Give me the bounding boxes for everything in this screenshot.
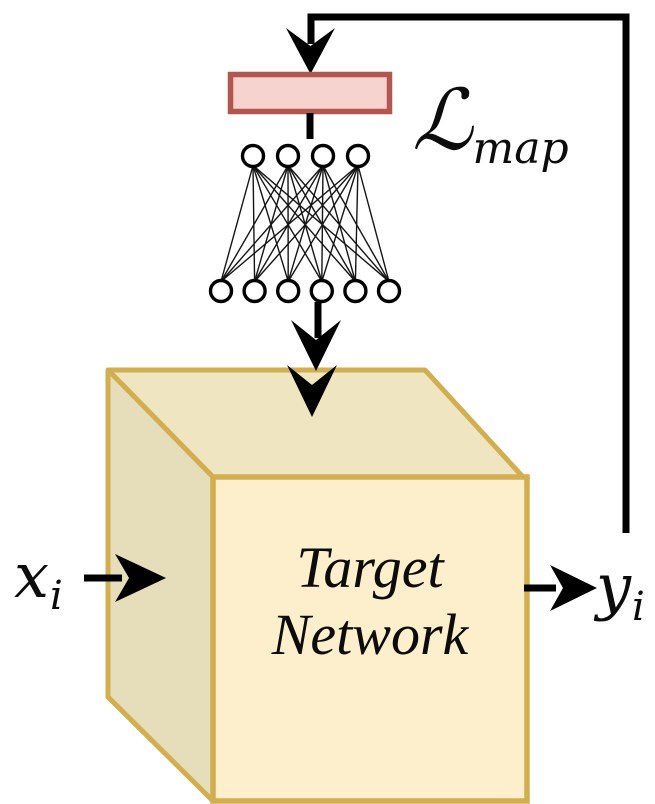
- network-edge: [321, 165, 359, 282]
- feedback-loop-line: [307, 13, 630, 533]
- output-symbol: y: [596, 550, 632, 623]
- target-network-line1: Target: [296, 535, 444, 600]
- input-subscript: i: [49, 573, 63, 619]
- input-label: xi: [14, 545, 63, 617]
- network-node: [242, 278, 267, 304]
- output-label: yi: [596, 556, 645, 628]
- mapper-network: [208, 143, 402, 304]
- network-edge: [287, 165, 359, 282]
- cube-front-face: [210, 474, 530, 804]
- target-network-cube: [105, 367, 530, 804]
- network-node: [240, 143, 266, 169]
- network-edge: [220, 165, 289, 282]
- embedding-bar: [227, 71, 393, 115]
- target-network-line2: Network: [271, 602, 469, 667]
- network-node: [208, 278, 234, 304]
- inject-arrowhead-lower-icon: [287, 365, 337, 417]
- output-subscript: i: [632, 584, 645, 630]
- network-edge: [357, 165, 390, 282]
- network-edge: [354, 165, 359, 282]
- input-arrowhead-icon: [115, 554, 166, 602]
- network-node: [345, 143, 371, 169]
- network-node: [343, 278, 368, 304]
- feedback-arrowhead-icon: [286, 28, 335, 74]
- network-edge: [220, 165, 324, 282]
- loss-symbol: ℒ: [412, 71, 473, 169]
- target-network-label: Target Network: [213, 534, 527, 668]
- input-symbol: x: [14, 539, 49, 612]
- network-node: [276, 278, 301, 304]
- network-node: [309, 278, 334, 304]
- output-arrowhead-icon: [550, 565, 597, 611]
- network-edge: [254, 165, 359, 282]
- network-node: [376, 278, 402, 304]
- network-node: [310, 143, 336, 169]
- network-edge: [220, 164, 359, 283]
- network-node: [275, 143, 301, 169]
- loss-map-label: ℒmap: [412, 78, 569, 171]
- network-edge: [220, 165, 254, 282]
- loss-subscript: map: [472, 123, 569, 174]
- inject-arrowhead-upper-icon: [291, 320, 341, 371]
